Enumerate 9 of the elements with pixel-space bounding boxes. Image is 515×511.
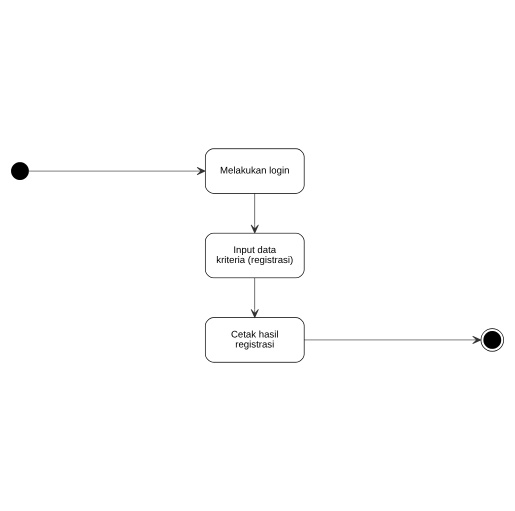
node-box: Melakukan login xyxy=(204,148,305,194)
arrow xyxy=(304,336,482,344)
node-circle xyxy=(480,328,504,352)
node-box: Cetak hasil registrasi xyxy=(204,317,305,363)
node-box: Input data kriteria (registrasi) xyxy=(204,232,305,278)
arrow xyxy=(28,167,206,176)
node-circle xyxy=(11,162,29,180)
arrow xyxy=(250,193,259,234)
arrow xyxy=(250,278,259,318)
